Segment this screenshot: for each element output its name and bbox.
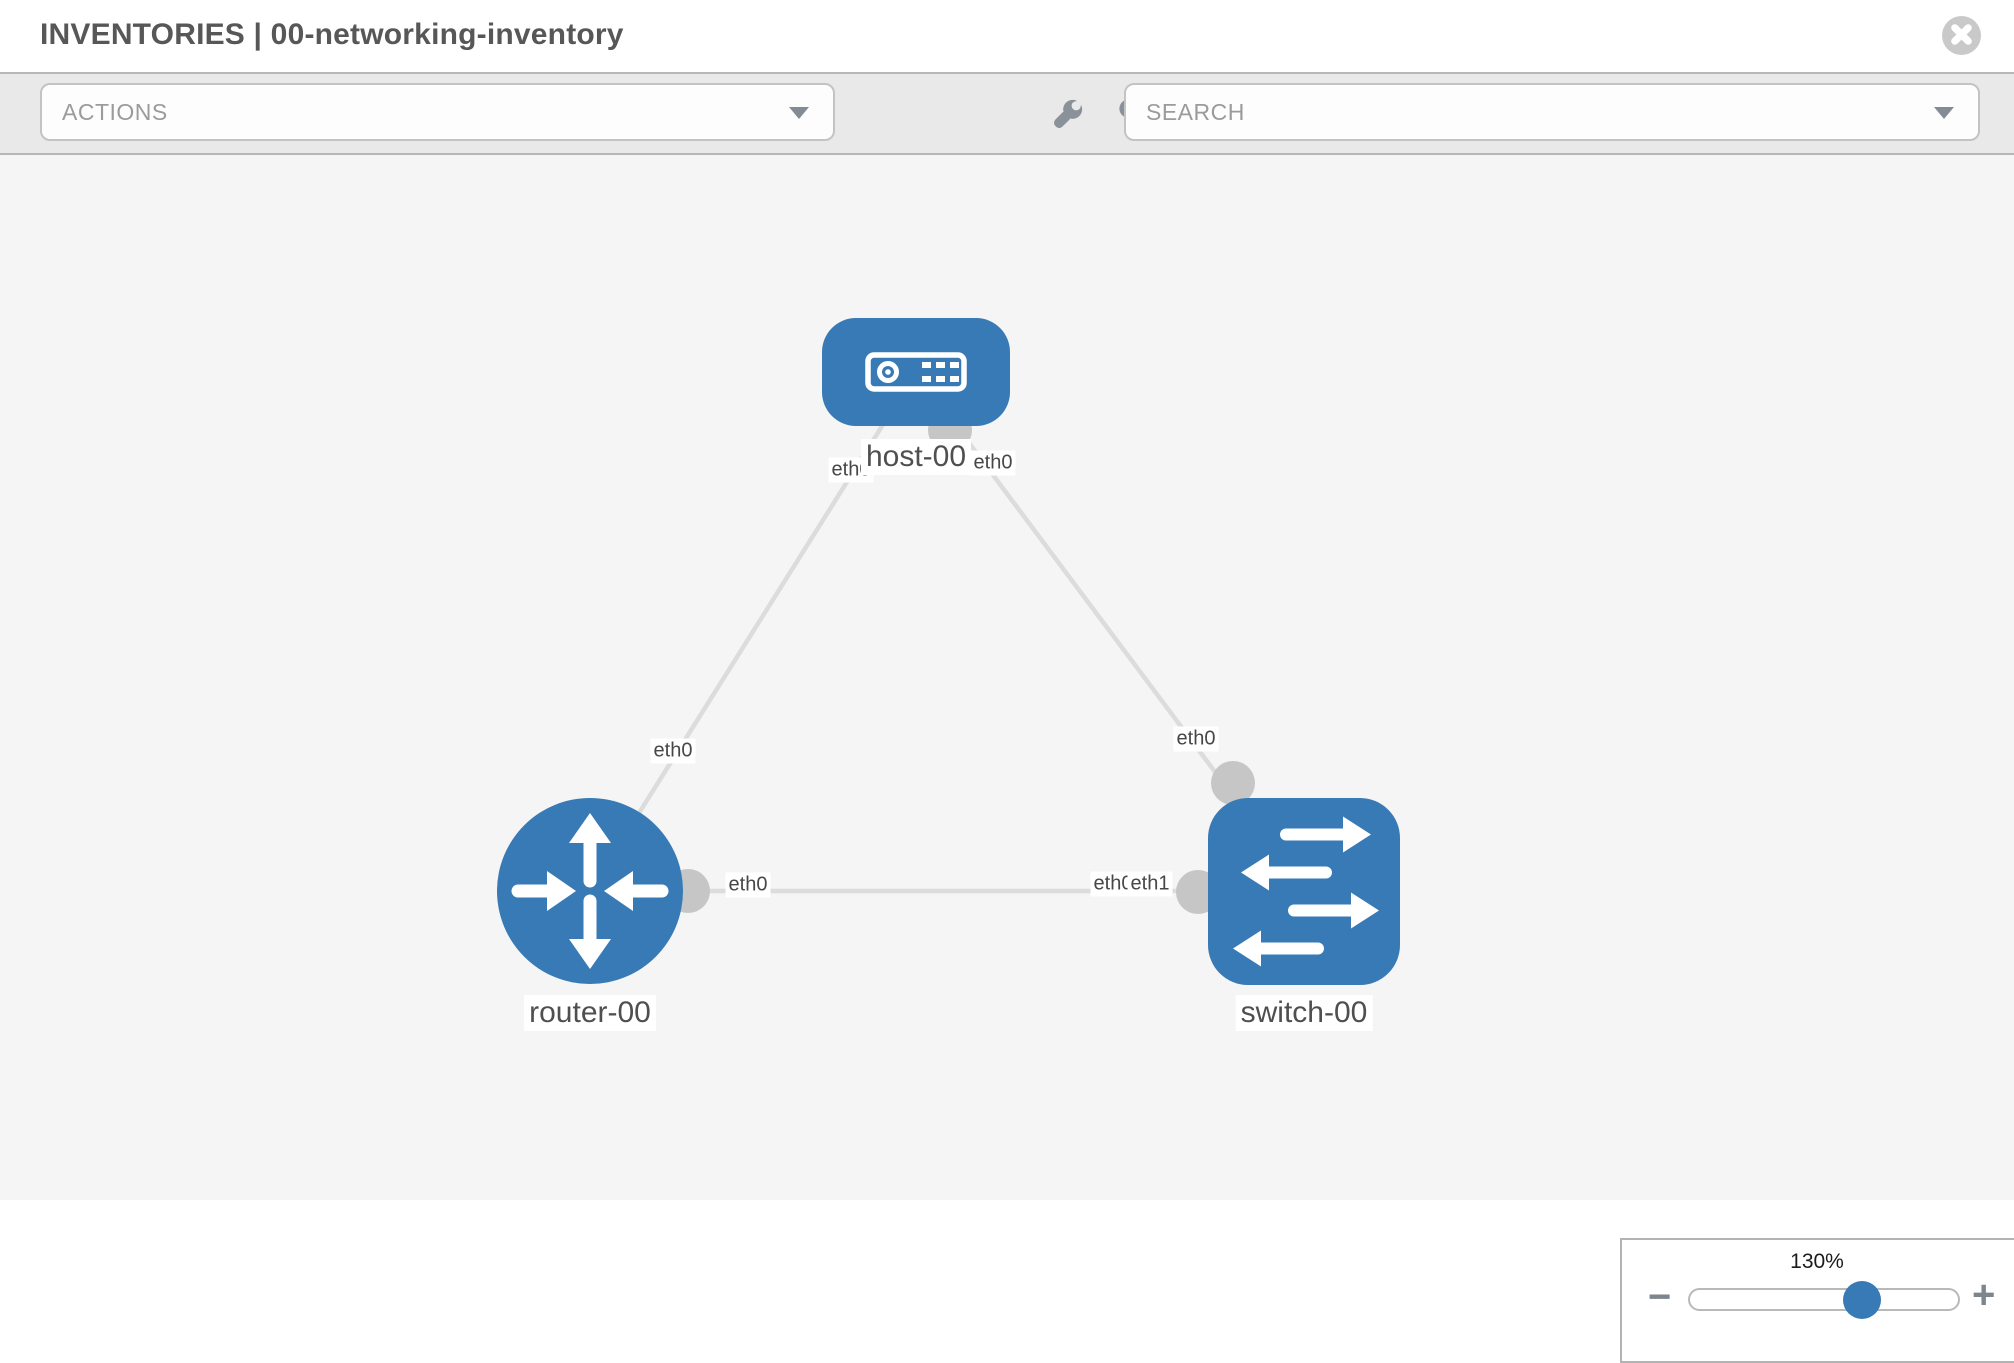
zoom-panel: 130% − + bbox=[1620, 1238, 2014, 1363]
wrench-icon bbox=[1054, 97, 1085, 128]
topology-svg bbox=[497, 318, 1400, 985]
zoom-slider-knob[interactable] bbox=[1842, 1281, 1881, 1319]
actions-dropdown-label: ACTIONS bbox=[62, 98, 168, 125]
node-router-00[interactable] bbox=[497, 798, 683, 984]
chevron-down-icon bbox=[1934, 107, 1954, 119]
close-button[interactable] bbox=[1942, 16, 1981, 55]
interface-label: eth0 bbox=[1173, 726, 1219, 752]
configure-button[interactable] bbox=[1049, 97, 1085, 133]
zoom-out-button[interactable]: − bbox=[1648, 1275, 1672, 1319]
interface-label: eth0 bbox=[970, 450, 1016, 476]
header: INVENTORIES | 00-networking-inventory bbox=[0, 0, 2014, 72]
actions-dropdown[interactable]: ACTIONS bbox=[40, 83, 835, 141]
search-dropdown[interactable]: SEARCH bbox=[1124, 83, 1980, 141]
search-input-placeholder: SEARCH bbox=[1146, 98, 1245, 125]
node-label-host-00: host-00 bbox=[860, 439, 972, 475]
link-endpoint-circle bbox=[1211, 761, 1255, 805]
interface-label: eth0 bbox=[650, 738, 696, 764]
node-switch-00[interactable] bbox=[1208, 798, 1400, 985]
interface-label: eth0 bbox=[725, 872, 771, 898]
toolbar: ACTIONS SEARCH bbox=[0, 72, 2014, 155]
zoom-level: 130% bbox=[1790, 1250, 1844, 1273]
chevron-down-icon bbox=[789, 107, 809, 119]
page-title: INVENTORIES | 00-networking-inventory bbox=[40, 18, 624, 51]
router-icon bbox=[511, 813, 669, 969]
node-label-switch-00: switch-00 bbox=[1235, 995, 1373, 1031]
node-label-router-00: router-00 bbox=[524, 995, 656, 1031]
zoom-slider-track[interactable] bbox=[1688, 1281, 1960, 1319]
zoom-in-button[interactable]: + bbox=[1972, 1273, 1996, 1317]
switch-icon bbox=[1233, 816, 1379, 967]
node-host-00[interactable] bbox=[822, 318, 1010, 426]
interface-label: eth1 bbox=[1127, 871, 1173, 897]
close-icon bbox=[1951, 23, 1972, 45]
host-icon bbox=[865, 352, 967, 392]
